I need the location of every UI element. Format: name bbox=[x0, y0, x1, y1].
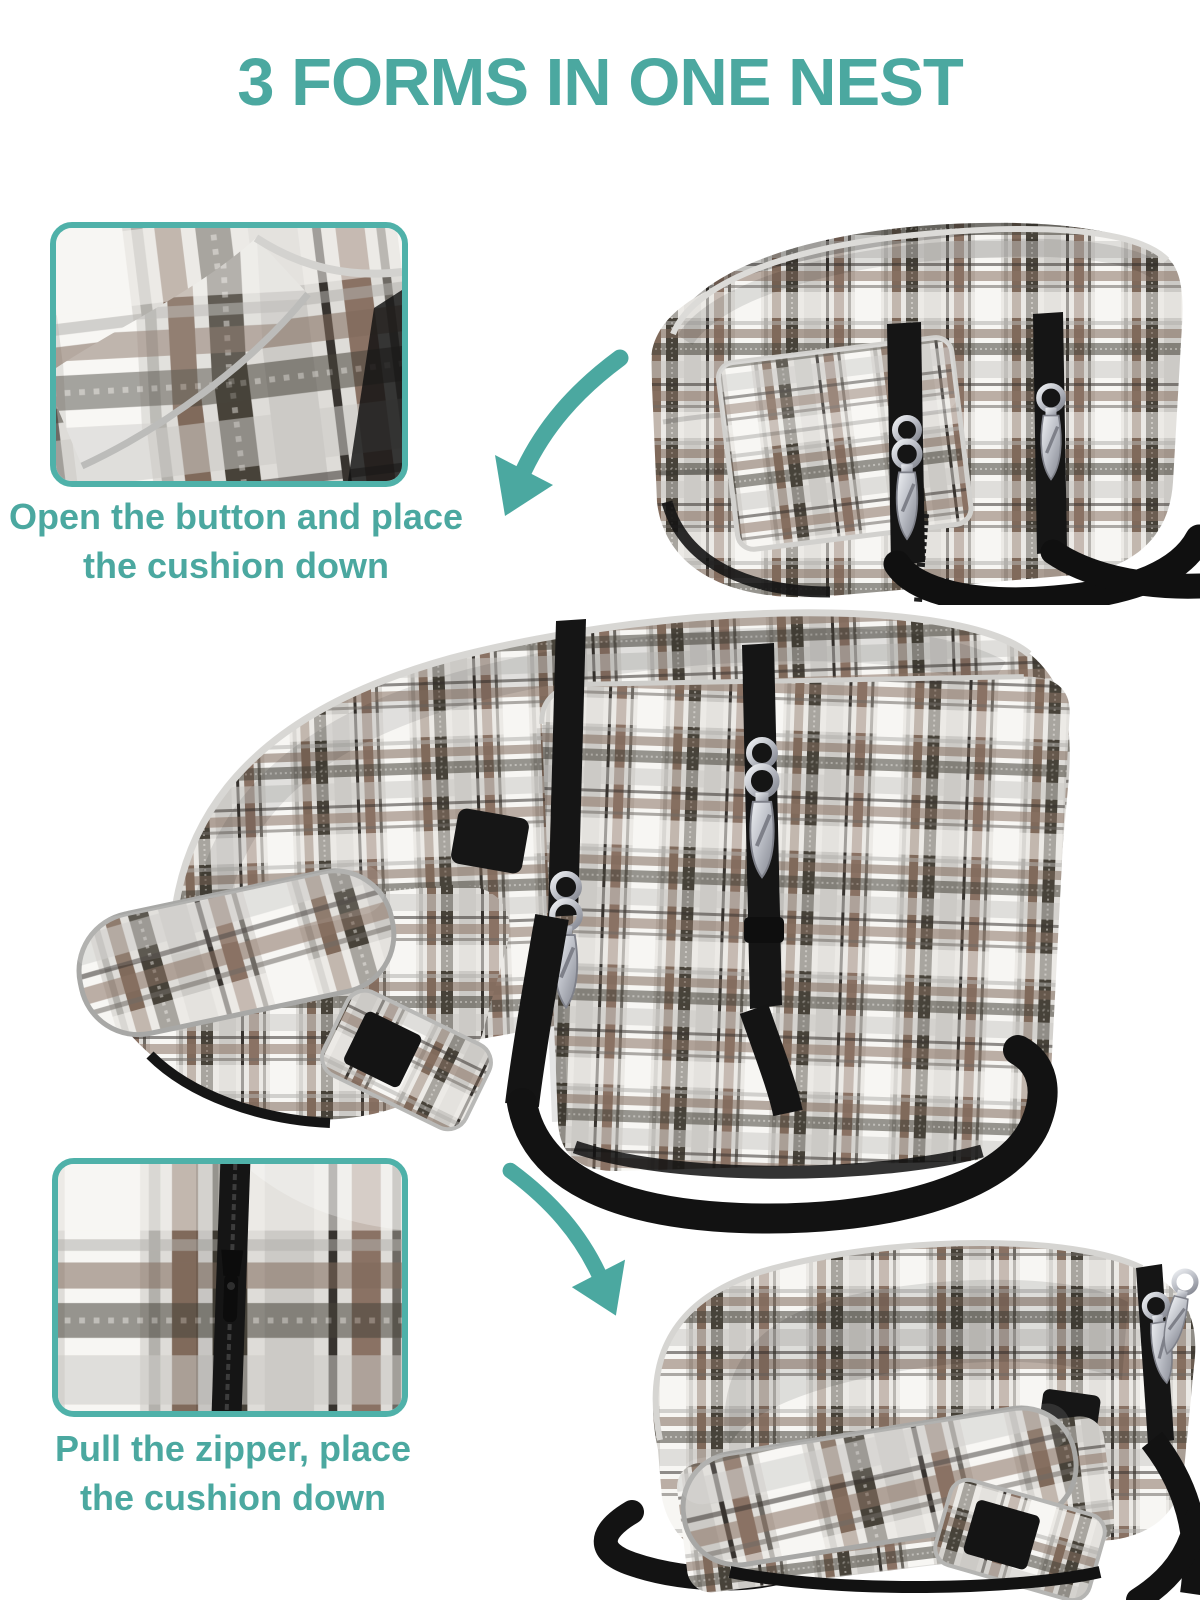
frame-piping bbox=[253, 234, 402, 278]
shoulder-strap-loop bbox=[1126, 1506, 1200, 1600]
zipper bbox=[211, 1164, 251, 1411]
piping-edge bbox=[80, 291, 311, 470]
detail-photo-zipper-closeup bbox=[52, 1158, 408, 1417]
shoulder-strap bbox=[505, 914, 569, 1108]
velcro-patch bbox=[451, 808, 529, 874]
bottom-trim bbox=[572, 1140, 984, 1179]
caption-line: the cushion down bbox=[83, 545, 389, 586]
caption-open-button: Open the button and place the cushion do… bbox=[0, 492, 472, 590]
velcro-patch bbox=[963, 1500, 1040, 1570]
shoulder-strap bbox=[739, 1004, 803, 1117]
shoulder-strap bbox=[883, 524, 1200, 605]
flap-trim bbox=[146, 1051, 331, 1128]
shadow-gap bbox=[348, 290, 402, 481]
rim-piping bbox=[670, 226, 1170, 336]
fold-highlight bbox=[243, 1164, 402, 1230]
shoulder-strap-loop bbox=[507, 1035, 1058, 1234]
plaid-fabric-button-closeup bbox=[56, 228, 402, 481]
bottom-trim bbox=[728, 1566, 1102, 1593]
velcro-patch bbox=[344, 1011, 422, 1088]
caption-pull-zipper: Pull the zipper, place the cushion down bbox=[4, 1424, 462, 1522]
zipper-slider bbox=[221, 1249, 244, 1277]
velcro-tab bbox=[320, 988, 493, 1132]
rim-piping bbox=[168, 609, 1032, 1001]
backrest-inner-shade bbox=[724, 1279, 1128, 1444]
strap-adjuster bbox=[744, 917, 784, 943]
carrier-form-photo bbox=[615, 172, 1200, 605]
rim-piping bbox=[652, 1240, 1144, 1441]
cushion-fold bbox=[56, 238, 308, 466]
caption-line: the cushion down bbox=[80, 1477, 386, 1518]
zipper-pull bbox=[222, 1274, 239, 1323]
curved-arrow-down-right-icon bbox=[502, 1162, 626, 1316]
page-title: 3 FORMS IN ONE NEST bbox=[237, 45, 964, 120]
caption-line: Open the button and place bbox=[8, 496, 463, 537]
buckle-strap bbox=[548, 619, 586, 917]
shoulder-strap bbox=[1040, 539, 1200, 599]
curved-arrow-down-left-icon bbox=[495, 349, 629, 516]
pillow bbox=[72, 864, 397, 1038]
cushion-down-form-photo bbox=[30, 585, 1180, 1240]
bottom-trim bbox=[661, 500, 831, 598]
detail-photo-button-closeup bbox=[50, 222, 408, 487]
seat-form-photo bbox=[540, 1140, 1200, 1600]
front-pocket bbox=[715, 335, 974, 552]
caption-line: Pull the zipper, place bbox=[54, 1428, 412, 1469]
plaid-fabric-zipper-closeup bbox=[58, 1164, 402, 1411]
